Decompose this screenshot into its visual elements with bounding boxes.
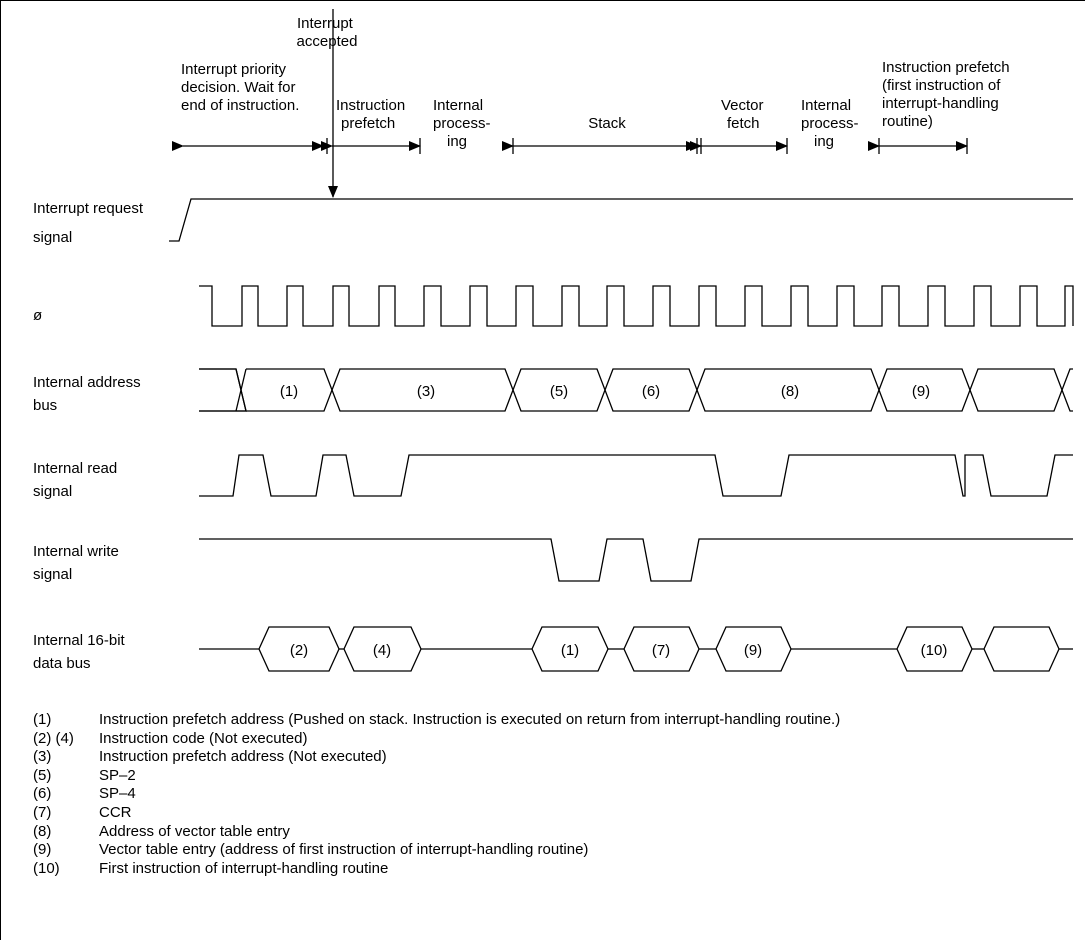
data-bus-waveform (199, 626, 1073, 672)
legend-key: (5) (33, 766, 52, 784)
data-bus-value: (10) (921, 642, 948, 659)
write-signal-waveform (199, 538, 1073, 582)
legend-key: (10) (33, 859, 60, 877)
phase-stack-label: Stack (588, 115, 626, 132)
signal-label-write-signal: Internal write signal (33, 543, 123, 583)
legend-text: SP–4 (99, 785, 136, 803)
address-bus-value: (1) (280, 383, 298, 400)
legend-key: (9) (33, 841, 52, 859)
phase-priority-decision-label: Interrupt priority decision. Wait for en… (181, 61, 300, 114)
legend-text: Instruction prefetch address (Pushed on … (99, 711, 841, 728)
legend-key: (3) (33, 748, 52, 766)
address-bus-value: (9) (912, 383, 930, 400)
phase-internal-processing-1-label: Internal process- ing (433, 97, 495, 150)
address-bus-value: (6) (642, 383, 660, 400)
phase-instruction-prefetch-label: Instruction prefetch (336, 97, 409, 132)
data-bus-value: (4) (373, 642, 391, 659)
phase-instruction-prefetch-2-label: Instruction prefetch (first instruction … (882, 59, 1014, 130)
address-bus-value: (5) (550, 383, 568, 400)
signal-label-data-bus: Internal 16-bit data bus (33, 632, 129, 672)
legend-text: SP–2 (99, 766, 136, 784)
legend-text: Instruction prefetch address (Not execut… (99, 748, 387, 766)
phase-internal-processing-2-label: Internal process- ing (801, 97, 863, 150)
interrupt-request-waveform (169, 198, 1073, 242)
legend-item: (10) First instruction of interrupt-handl… (33, 860, 840, 879)
data-bus-value: (9) (744, 642, 762, 659)
signal-label-address-bus: Internal address bus (33, 374, 145, 414)
legend-item: (3) Instruction prefetch address (Not exe… (33, 748, 840, 767)
legend-item: (5) SP–2 (33, 767, 840, 786)
legend-item: (1) Instruction prefetch address (Pushed … (33, 711, 840, 730)
clock-waveform (199, 285, 1074, 327)
data-bus-values: (2) (4) (1) (7) (9) (10) (290, 642, 948, 659)
data-bus-value: (1) (561, 642, 579, 659)
data-bus-value: (2) (290, 642, 308, 659)
signal-label-clock: ø (33, 307, 42, 324)
legend-text: Address of vector table entry (99, 822, 290, 840)
legend-key: (8) (33, 822, 52, 840)
legend-item: (6) SP–4 (33, 785, 840, 804)
address-bus-values: (1) (3) (5) (6) (8) (9) (280, 383, 930, 400)
address-bus-waveform (199, 368, 1073, 412)
address-bus-value: (8) (781, 383, 799, 400)
legend-item: (8) Address of vector table entry (33, 823, 840, 842)
data-bus-value: (7) (652, 642, 670, 659)
phase-boundary-ticks (326, 138, 968, 154)
legend-text: Instruction code (Not executed) (99, 729, 308, 747)
legend-item: (7) CCR (33, 804, 840, 823)
address-bus-value: (3) (417, 383, 435, 400)
legend-text: First instruction of interrupt-handling … (99, 859, 389, 877)
legend-key: (2) (4) (33, 729, 74, 747)
read-signal-waveform (199, 454, 1073, 497)
legend-key: (6) (33, 785, 52, 803)
legend-item: (9) Vector table entry (address of first … (33, 841, 840, 860)
legend-key: (7) (33, 803, 52, 821)
phase-interrupt-accepted-label: Interrupt accepted (297, 15, 358, 50)
legend-text: CCR (99, 803, 132, 821)
legend: (1) Instruction prefetch address (Pushed … (33, 711, 840, 878)
legend-text: Vector table entry (address of first ins… (99, 841, 589, 859)
legend-key: (1) (33, 711, 52, 728)
legend-item: (2) (4) Instruction code (Not executed) (33, 730, 840, 749)
signal-label-interrupt-request: Interrupt request signal (33, 200, 147, 246)
signal-label-read-signal: Internal read signal (33, 460, 121, 500)
phase-vector-fetch-label: Vector fetch (721, 97, 768, 132)
